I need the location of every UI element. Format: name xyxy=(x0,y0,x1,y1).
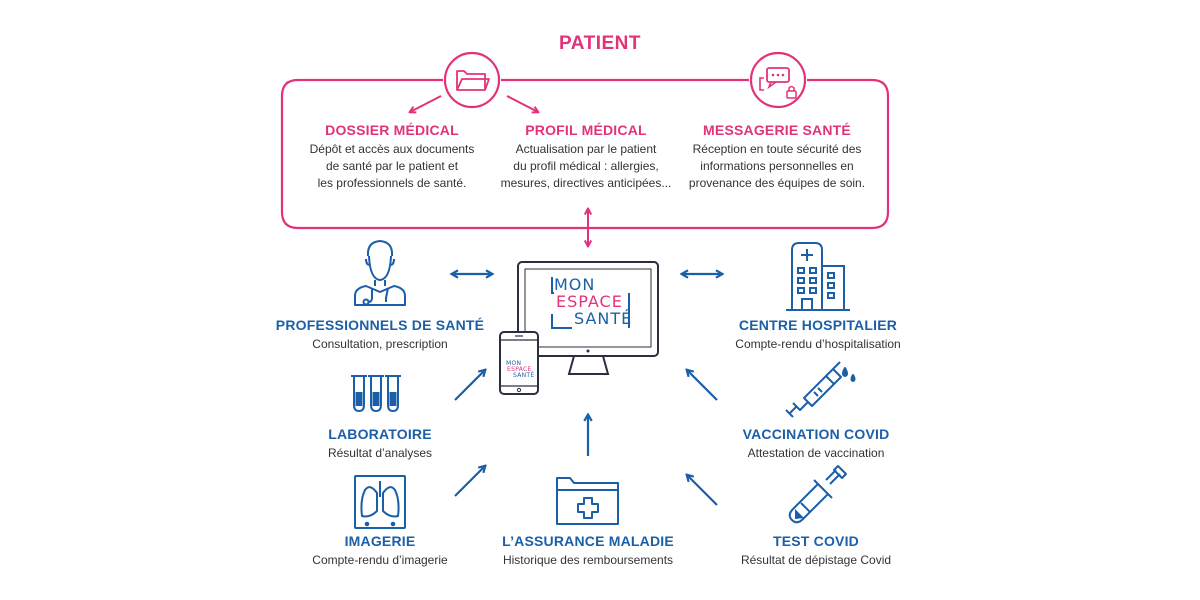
centre-hospitalier-title: CENTRE HOSPITALIER xyxy=(738,317,898,333)
section-messagerie-sante: MESSAGERIE SANTÉ Réception en toute sécu… xyxy=(672,122,882,192)
profil-medical-line: mesures, directives anticipées... xyxy=(500,176,672,190)
imagerie-desc: Compte-rendu d’imagerie xyxy=(312,553,448,567)
professionnels-desc: Consultation, prescription xyxy=(312,337,448,351)
phone-logo-line-1: MON xyxy=(506,360,522,367)
arrow-to-dossier xyxy=(410,95,442,112)
vaccination-covid-desc: Attestation de vaccination xyxy=(747,446,885,460)
lungs-xray-icon xyxy=(354,475,406,529)
hospital-icon xyxy=(786,242,850,311)
medical-folder-icon xyxy=(556,477,619,525)
arrow-vaccination xyxy=(687,370,718,401)
arrow-labo xyxy=(454,370,485,401)
source-test-covid: TEST COVID Résultat de dépistage Covid xyxy=(706,533,926,569)
source-assurance-maladie: L’ASSURANCE MALADIE Historique des rembo… xyxy=(478,533,698,569)
dossier-medical-title: DOSSIER MÉDICAL xyxy=(325,122,459,138)
test-covid-title: TEST COVID xyxy=(772,533,859,549)
logo-line-1: MON xyxy=(554,275,596,294)
arrow-to-profil xyxy=(506,95,538,112)
source-centre-hospitalier: CENTRE HOSPITALIER Compte-rendu d’hospit… xyxy=(708,317,928,353)
section-profil-medical: PROFIL MÉDICAL Actualisation par le pati… xyxy=(482,122,690,192)
arrow-imagerie xyxy=(454,466,485,497)
dossier-medical-line: Dépôt et accès aux documents xyxy=(309,142,475,156)
dossier-medical-line: de santé par le patient et xyxy=(325,159,459,173)
dossier-medical-line: les professionnels de santé. xyxy=(317,176,467,190)
source-laboratoire: LABORATOIRE Résultat d’analyses xyxy=(290,426,470,462)
professionnels-title: PROFESSIONNELS DE SANTÉ xyxy=(275,317,485,333)
laboratoire-desc: Résultat d’analyses xyxy=(327,446,433,460)
patient-title: PATIENT xyxy=(559,33,641,54)
test-covid-desc: Résultat de dépistage Covid xyxy=(740,553,892,567)
phone-logo-line-3: SANTÉ xyxy=(513,372,535,379)
syringe-icon xyxy=(785,361,856,418)
vaccination-covid-title: VACCINATION COVID xyxy=(742,426,890,442)
secure-chat-icon xyxy=(749,51,807,109)
messagerie-sante-line: provenance des équipes de soin. xyxy=(688,176,866,190)
section-dossier-medical: DOSSIER MÉDICAL Dépôt et accès aux docum… xyxy=(292,122,492,192)
source-professionnels: PROFESSIONNELS DE SANTÉ Consultation, pr… xyxy=(260,317,500,353)
source-imagerie: IMAGERIE Compte-rendu d’imagerie xyxy=(280,533,480,569)
arrow-test xyxy=(687,475,718,506)
folder-icon xyxy=(443,51,501,109)
profil-medical-line: du profil médical : allergies, xyxy=(513,159,659,173)
centre-hospitalier-desc: Compte-rendu d’hospitalisation xyxy=(735,337,901,351)
logo-bracket xyxy=(551,277,572,329)
doctor-icon xyxy=(354,240,406,306)
messagerie-sante-title: MESSAGERIE SANTÉ xyxy=(703,122,851,138)
test-tubes-icon xyxy=(351,375,401,413)
phone-logo-line-2: ESPACE xyxy=(507,366,532,373)
assurance-maladie-title: L’ASSURANCE MALADIE xyxy=(502,533,674,549)
assurance-maladie-desc: Historique des remboursements xyxy=(502,553,674,567)
messagerie-sante-line: Réception en toute sécurité des xyxy=(692,142,862,156)
profil-medical-line: Actualisation par le patient xyxy=(515,142,657,156)
source-vaccination-covid: VACCINATION COVID Attestation de vaccina… xyxy=(716,426,916,462)
phone-icon xyxy=(499,331,539,395)
imagerie-title: IMAGERIE xyxy=(344,533,416,549)
covid-test-tube-icon xyxy=(788,465,847,524)
logo-line-2: ESPACE xyxy=(556,292,623,311)
logo-line-3: SANTÉ xyxy=(574,309,633,328)
profil-medical-title: PROFIL MÉDICAL xyxy=(525,122,647,138)
messagerie-sante-line: informations personnelles en xyxy=(700,159,854,173)
laboratoire-title: LABORATOIRE xyxy=(328,426,432,442)
